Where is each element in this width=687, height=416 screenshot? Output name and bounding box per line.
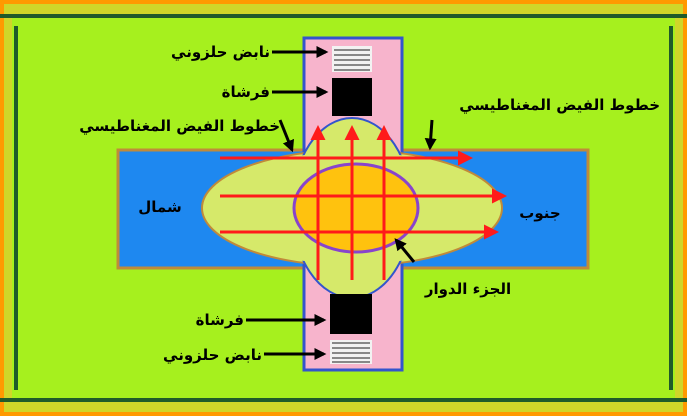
rotor xyxy=(292,162,420,254)
flux-lines-horizontal xyxy=(220,150,507,240)
flux-right-pointer xyxy=(424,119,437,151)
top-spring xyxy=(332,46,372,72)
bottom-spring xyxy=(330,340,372,364)
label-spring-top: نابض حلزوني xyxy=(171,43,270,61)
label-brush-bottom: فرشاة xyxy=(196,311,244,329)
rotor-pointer xyxy=(394,238,416,263)
label-flux-left: خطوط الفيض المغناطيسي xyxy=(79,117,280,135)
flux-left-pointer xyxy=(278,119,295,153)
top-brush xyxy=(332,78,372,116)
bottom-brush xyxy=(330,294,372,334)
label-spring-bottom: نابض حلزوني xyxy=(163,346,262,364)
label-brush-top: فرشاة xyxy=(222,83,270,101)
label-south: جنوب xyxy=(519,204,560,222)
label-rotor: الجزء الدوار xyxy=(424,280,511,298)
flux-lines-vertical xyxy=(310,125,392,280)
label-flux-right: خطوط الفيض المغناطيسي xyxy=(459,96,660,114)
label-north: شمال xyxy=(138,198,181,216)
label-pointers xyxy=(246,46,437,360)
